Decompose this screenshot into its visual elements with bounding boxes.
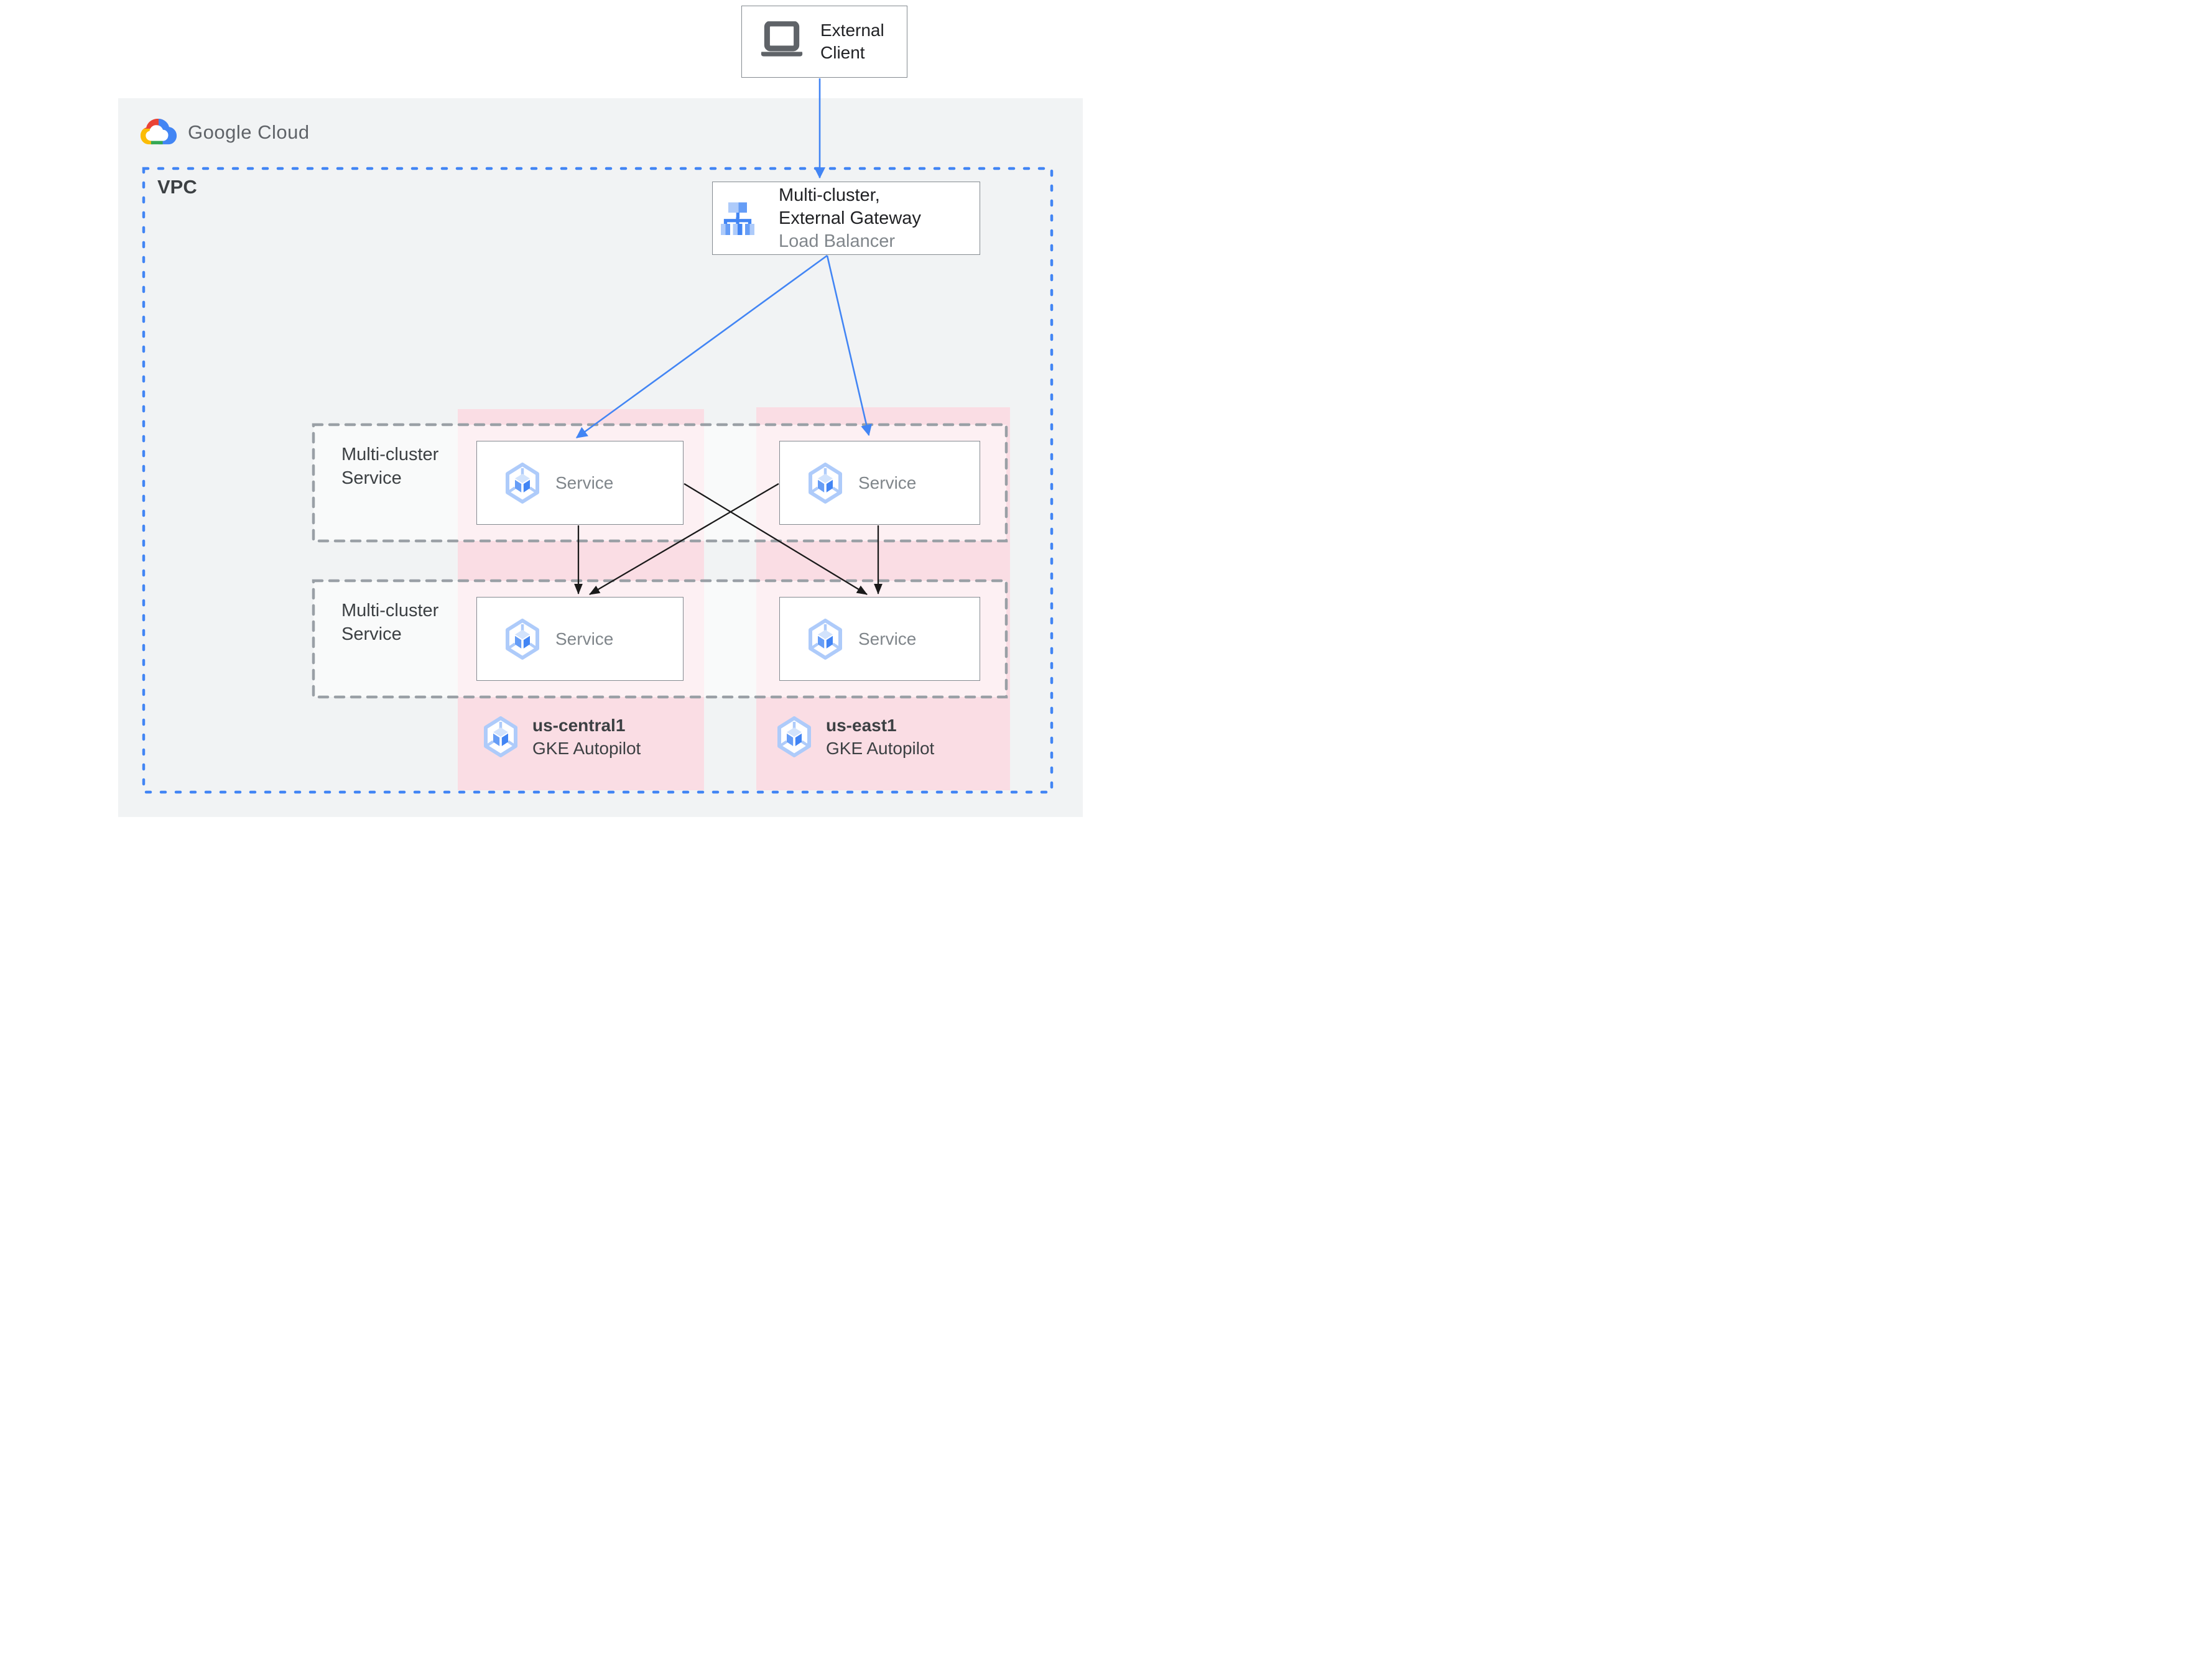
load-balancer-line2: External Gateway: [779, 208, 921, 228]
gke-service-icon: [506, 463, 539, 504]
cluster-text: us-central1 GKE Autopilot: [532, 714, 641, 760]
google-cloud-logo: Google Cloud: [139, 117, 310, 148]
external-client-box: External Client: [741, 6, 907, 78]
service-box-top-left: Service: [476, 441, 684, 525]
laptop-icon: [757, 21, 807, 62]
load-balancer-line3: Load Balancer: [779, 231, 896, 251]
cluster-text: us-east1 GKE Autopilot: [826, 714, 934, 760]
load-balancer-text: Multi-cluster, External Gateway Load Bal…: [779, 184, 921, 253]
load-balancer-box: Multi-cluster, External Gateway Load Bal…: [712, 182, 980, 255]
google-cloud-icon: [139, 117, 178, 148]
cluster-region-name: us-east1: [826, 716, 897, 735]
load-balancer-line1: Multi-cluster,: [779, 185, 880, 205]
service-label: Service: [858, 629, 917, 648]
cluster-type: GKE Autopilot: [826, 739, 935, 758]
cluster-type: GKE Autopilot: [532, 739, 641, 758]
service-box-top-right: Service: [779, 441, 980, 525]
diagram-canvas: Google Cloud VPC Multi-cluster Service M…: [0, 0, 1106, 840]
gke-cluster-icon: [484, 716, 517, 757]
load-balancer-icon: [719, 200, 756, 237]
cluster-label-us-east1: us-east1 GKE Autopilot: [777, 714, 934, 760]
external-client-label: External Client: [820, 21, 884, 62]
mcs-label-bottom: Multi-cluster Service: [341, 601, 439, 644]
service-box-bottom-left: Service: [476, 597, 684, 681]
service-box-bottom-right: Service: [779, 597, 980, 681]
vpc-label: VPC: [157, 176, 197, 198]
service-label: Service: [555, 629, 614, 648]
gke-service-icon: [506, 619, 539, 660]
service-label: Service: [858, 473, 917, 492]
gke-service-icon: [809, 463, 842, 504]
mcs-label-top: Multi-cluster Service: [341, 445, 439, 488]
cluster-region-name: us-central1: [532, 716, 626, 735]
service-label: Service: [555, 473, 614, 492]
google-cloud-logo-text: Google Cloud: [188, 121, 310, 143]
gke-cluster-icon: [777, 716, 811, 757]
cluster-label-us-central1: us-central1 GKE Autopilot: [484, 714, 641, 760]
gke-service-icon: [809, 619, 842, 660]
